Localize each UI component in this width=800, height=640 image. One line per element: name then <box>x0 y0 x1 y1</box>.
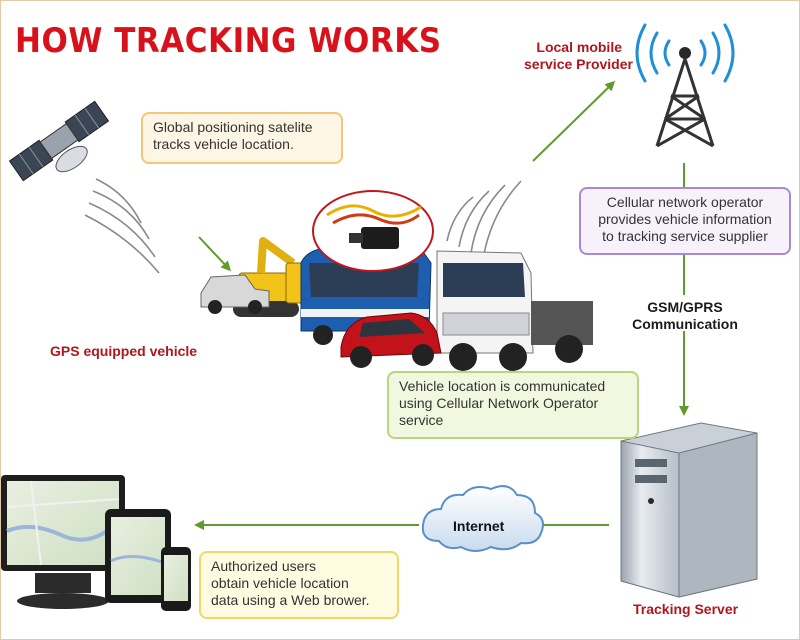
provider-label-line2: service Provider <box>524 56 633 72</box>
vehicle-waves <box>446 180 522 260</box>
internet-label: Internet <box>453 518 505 534</box>
operator-note-line2: provides vehicle information <box>598 211 772 227</box>
flow-arrows <box>194 80 689 530</box>
satellite-waves <box>84 178 160 274</box>
vehicle-note-line1: Vehicle location is communicated <box>399 378 606 394</box>
gsm-label-line2: Communication <box>632 316 738 332</box>
vehicle-note-line2: using Cellular Network Operator <box>399 395 599 411</box>
server-icon <box>620 422 758 598</box>
satellite-note: Global positioning satelite tracks vehic… <box>141 112 343 164</box>
phone-icon <box>161 547 191 611</box>
provider-label: Local mobile service Provider <box>524 39 633 73</box>
gps-device-icon <box>312 190 434 272</box>
gps-vehicle-label: GPS equipped vehicle <box>50 343 198 359</box>
cell-tower-icon <box>635 23 735 148</box>
tracking-server-label: Tracking Server <box>633 601 739 617</box>
users-note-line1: Authorized users <box>211 558 317 574</box>
cloud-icon <box>421 485 544 552</box>
users-note: Authorized users obtain vehicle location… <box>199 551 399 619</box>
satellite-note-line2: tracks vehicle location. <box>153 136 294 152</box>
vehicles-icon <box>200 237 593 371</box>
operator-note-line1: Cellular network operator <box>606 194 764 210</box>
provider-label-line1: Local mobile <box>536 39 622 55</box>
vehicle-note-line3: service <box>399 412 444 428</box>
operator-note-line3: to tracking service supplier <box>602 228 768 244</box>
vehicle-note: Vehicle location is communicated using C… <box>387 371 639 439</box>
page-title: HOW TRACKING WORKS <box>15 21 442 61</box>
users-note-line3: data using a Web brower. <box>211 592 370 608</box>
satellite-icon <box>8 100 110 182</box>
gsm-label-line1: GSM/GPRS <box>647 299 723 315</box>
tablet-icon <box>105 509 171 603</box>
operator-note: Cellular network operator provides vehic… <box>579 187 791 255</box>
satellite-note-line1: Global positioning satelite <box>153 119 313 135</box>
users-note-line2: obtain vehicle location <box>211 575 349 591</box>
gsm-label: GSM/GPRS Communication <box>623 299 747 333</box>
monitor-icon <box>1 475 125 609</box>
